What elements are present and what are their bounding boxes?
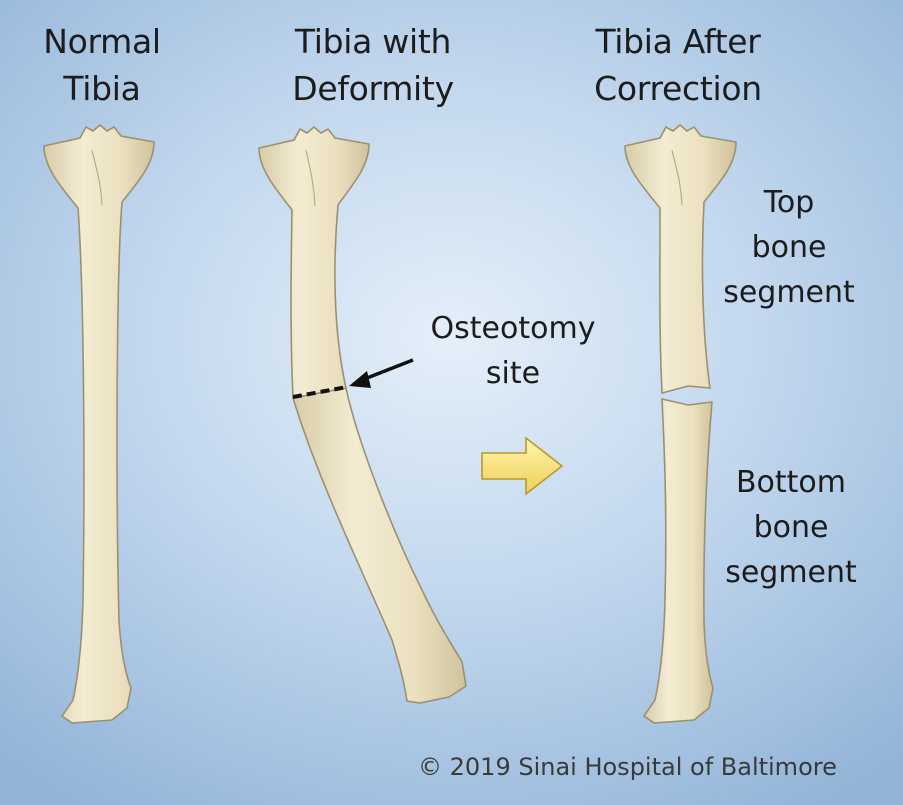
normal-tibia-bone <box>43 123 155 724</box>
osteotomy-cut-line <box>292 385 348 399</box>
normal-tibia-title: Normal Tibia <box>43 22 161 108</box>
deformity-tibia-title: Tibia with Deformity <box>292 22 454 108</box>
bottom-bone-segment-label: Bottom bone segment <box>725 465 857 590</box>
top-bone-segment-label: Top bone segment <box>723 185 855 310</box>
bottom-bone-segment <box>642 397 714 724</box>
osteotomy-site-label: Osteotomy site <box>430 311 596 391</box>
osteotomy-pointer-arrow <box>349 358 414 388</box>
top-bone-segment <box>624 123 737 395</box>
corrected-tibia-title: Tibia After Correction <box>594 22 762 108</box>
deformed-tibia-bone <box>258 125 467 704</box>
copyright-notice: © 2019 Sinai Hospital of Baltimore <box>418 753 837 781</box>
direction-arrow-icon <box>481 436 564 496</box>
